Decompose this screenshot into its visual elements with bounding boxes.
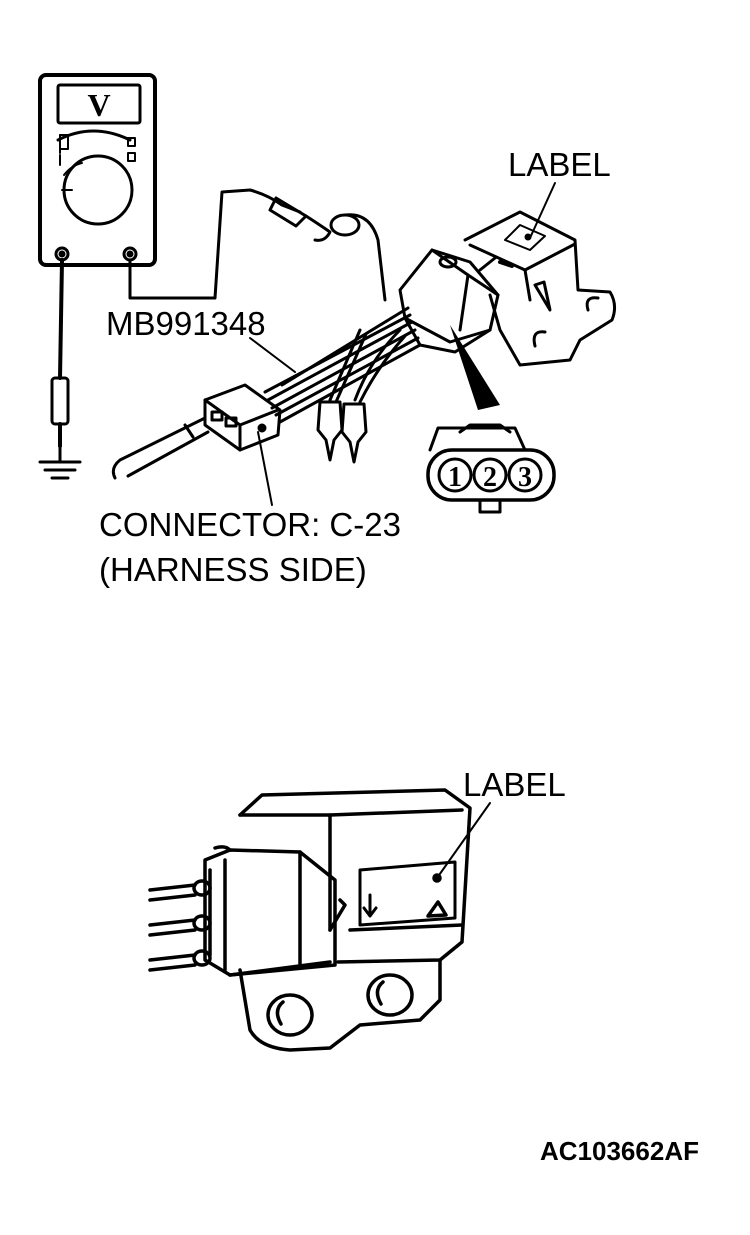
sensor-bottom (148, 788, 472, 1052)
label-leader-top (529, 182, 556, 239)
test-lead (128, 188, 387, 302)
figure-code: AC103662AF (540, 1136, 699, 1166)
label-text-bottom: LABEL (463, 766, 566, 803)
harness-connector-c23 (203, 383, 282, 452)
connector-leader (257, 431, 273, 506)
pin-2-label: 2 (483, 462, 497, 493)
sensor-body-top (463, 210, 617, 367)
label-leader-bottom (436, 802, 491, 879)
meter-symbol: V (87, 87, 110, 123)
label-text-top: LABEL (508, 146, 611, 183)
connector-face-pointer (450, 325, 500, 410)
tool-leader (249, 337, 296, 373)
connector-label-line2: (HARNESS SIDE) (99, 551, 367, 588)
sensor-connector-top (398, 248, 500, 354)
pin-1-label: 1 (448, 462, 462, 493)
vehicle-cable (111, 416, 210, 480)
tool-label: MB991348 (106, 305, 266, 342)
pin-3-label: 3 (518, 462, 532, 493)
ground-probe (38, 258, 82, 480)
connector-label-line1: CONNECTOR: C-23 (99, 506, 401, 543)
test-harness (263, 306, 422, 464)
connector-face-icon (426, 423, 556, 514)
voltmeter-icon: V (38, 73, 157, 267)
